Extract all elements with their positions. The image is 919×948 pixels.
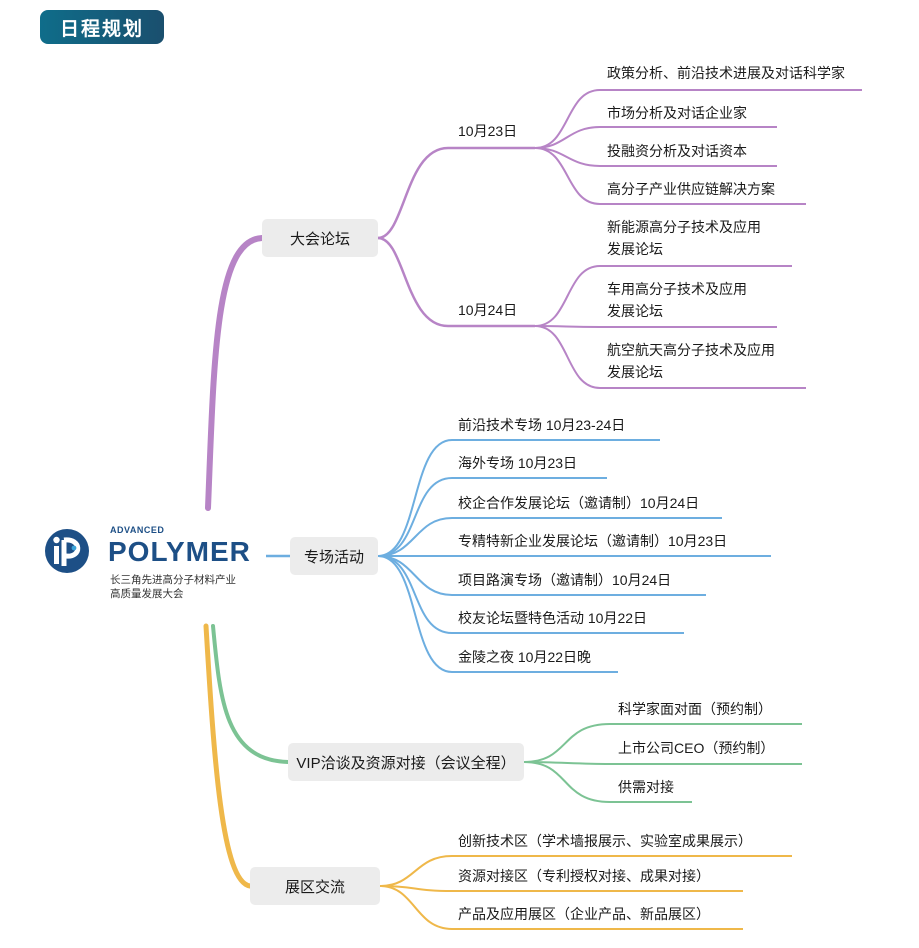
advanced-polymer-logo: ADVANCED POLYMER 长三角先进高分子材料产业 高质量发展大会 xyxy=(44,524,254,604)
branch-special-events: 专场活动 xyxy=(290,537,378,575)
connector-root-vip xyxy=(211,624,290,764)
connector-day23-leaf-2 xyxy=(534,126,777,149)
connector-day23-leaf-4 xyxy=(534,147,806,205)
branch-forum: 大会论坛 xyxy=(262,219,378,257)
branch-vip: VIP洽谈及资源对接（会议全程） xyxy=(288,743,524,781)
forum-oct23-item-4: 高分子产业供应链解决方案 xyxy=(607,181,775,197)
vip-item-3: 供需对接 xyxy=(618,779,674,795)
connector-special-leaf-3 xyxy=(377,517,722,557)
connector-exhibit-leaf-3 xyxy=(379,885,743,930)
connector-root-forum xyxy=(205,235,265,511)
connector-forum-day23 xyxy=(377,146,535,240)
forum-oct24-item-1-line-2: 发展论坛 xyxy=(607,241,663,257)
exhibit-item-2: 资源对接区（专利授权对接、成果对接） xyxy=(458,868,710,884)
forum-oct23-item-3: 投融资分析及对话资本 xyxy=(607,143,747,159)
connector-vip-leaf-1 xyxy=(523,723,802,763)
connector-exhibit-leaf-1 xyxy=(379,855,792,887)
logo-small-text: ADVANCED xyxy=(110,525,165,535)
connector-special-leaf-6 xyxy=(377,555,684,634)
special-item-2: 海外专场 10月23日 xyxy=(458,455,578,471)
logo-subtitle-line-1: 长三角先进高分子材料产业 xyxy=(110,574,236,586)
connector-day24-leaf-2 xyxy=(534,325,777,328)
special-item-7: 金陵之夜 10月22日晚 xyxy=(458,649,592,665)
forum-oct24-item-1: 新能源高分子技术及应用 发展论坛 xyxy=(607,216,761,260)
polymer-logo-icon xyxy=(45,529,89,573)
forum-oct24-item-2-line-1: 车用高分子技术及应用 xyxy=(607,281,747,297)
forum-oct24-item-1-line-1: 新能源高分子技术及应用 xyxy=(607,219,761,235)
connector-day24-leaf-3 xyxy=(534,325,806,389)
special-item-6: 校友论坛暨特色活动 10月22日 xyxy=(458,610,648,626)
day-node-oct23: 10月23日 xyxy=(458,123,518,139)
forum-oct24-item-3-line-2: 发展论坛 xyxy=(607,364,663,380)
exhibit-item-3: 产品及应用展区（企业产品、新品展区） xyxy=(458,906,710,922)
connector-root-exhibit xyxy=(203,623,253,889)
connector-special-leaf-2 xyxy=(377,477,607,557)
page-title: 日程规划 xyxy=(40,10,164,44)
logo-subtitle-line-2: 高质量发展大会 xyxy=(110,588,184,600)
special-item-3: 校企合作发展论坛（邀请制）10月24日 xyxy=(458,495,700,511)
connector-day23-leaf-1 xyxy=(534,89,862,149)
vip-item-2: 上市公司CEO（预约制） xyxy=(618,740,775,756)
exhibit-item-1: 创新技术区（学术墙报展示、实验室成果展示） xyxy=(458,833,752,849)
special-item-5: 项目路演专场（邀请制）10月24日 xyxy=(458,572,672,588)
day-node-oct24: 10月24日 xyxy=(458,302,518,318)
special-item-4: 专精特新企业发展论坛（邀请制）10月23日 xyxy=(458,533,728,549)
logo-wordmark: POLYMER xyxy=(108,536,251,567)
connector-day24-leaf-1 xyxy=(534,265,792,327)
connector-special-leaf-7 xyxy=(377,555,618,673)
forum-oct23-item-2: 市场分析及对话企业家 xyxy=(607,105,747,121)
connector-special-leaf-1 xyxy=(377,439,660,557)
vip-item-1: 科学家面对面（预约制） xyxy=(618,701,772,717)
forum-oct23-item-1: 政策分析、前沿技术进展及对话科学家 xyxy=(607,65,845,81)
forum-oct24-item-2-line-2: 发展论坛 xyxy=(607,303,663,319)
forum-oct24-item-2: 车用高分子技术及应用 发展论坛 xyxy=(607,278,747,322)
connector-exhibit-leaf-2 xyxy=(379,885,743,892)
connector-vip-leaf-3 xyxy=(523,761,692,803)
connector-vip-leaf-2 xyxy=(523,761,802,765)
forum-oct24-item-3: 航空航天高分子技术及应用 发展论坛 xyxy=(607,339,775,383)
forum-oct24-item-3-line-1: 航空航天高分子技术及应用 xyxy=(607,342,775,358)
branch-exhibition: 展区交流 xyxy=(250,867,380,905)
connector-forum-day24 xyxy=(377,236,535,328)
special-item-1: 前沿技术专场 10月23-24日 xyxy=(458,417,626,433)
